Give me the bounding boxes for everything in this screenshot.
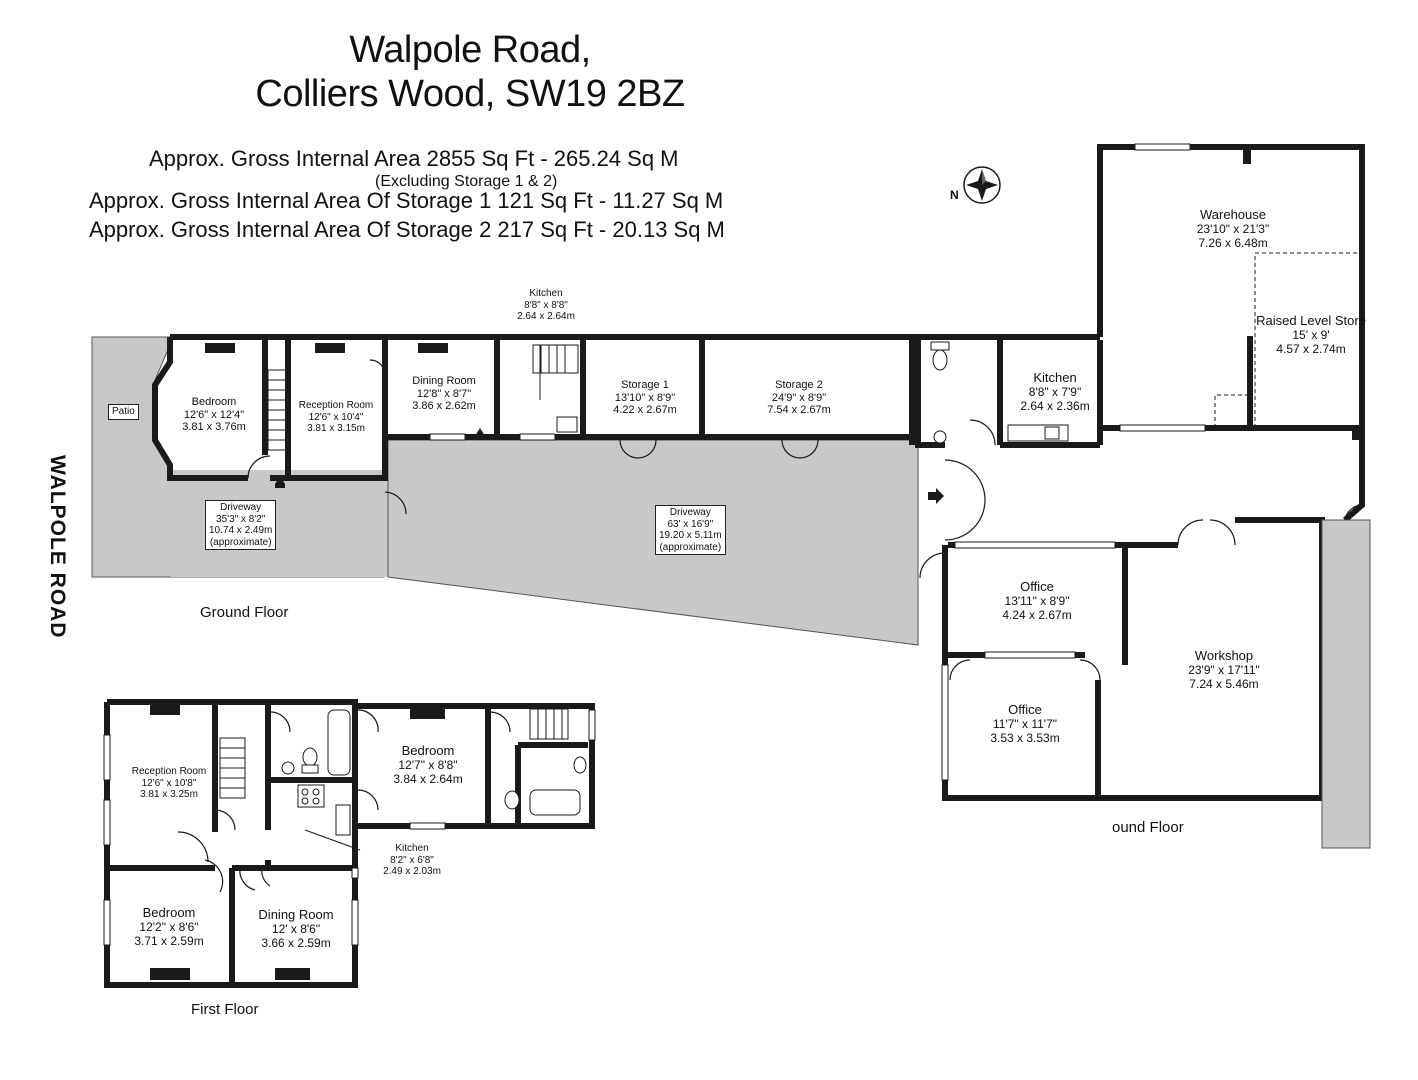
title-line-1: Walpole Road,: [349, 29, 591, 71]
compass-icon: [962, 165, 1002, 210]
storage-2-label: Storage 2 24'9" x 8'9" 7.54 x 2.67m: [767, 379, 831, 417]
road-name: WALPOLE ROAD: [46, 455, 69, 639]
ff-dining-label: Dining Room 12' x 8'6" 3.66 x 2.59m: [258, 907, 334, 950]
driveway-main-area: [387, 439, 919, 646]
area-storage-2: Approx. Gross Internal Area Of Storage 2…: [89, 217, 725, 242]
office-1-label: Office 13'11" x 8'9" 4.24 x 2.67m: [1002, 579, 1072, 622]
patio-label: Patio: [108, 404, 139, 420]
driveway-front-label: Driveway 35'3" x 8'2" 10.74 x 2.49m (app…: [205, 500, 277, 550]
ground-floor-rear-label: ound Floor: [1112, 819, 1184, 836]
compass-label: N: [950, 188, 959, 202]
ground-floor-label: Ground Floor: [200, 604, 289, 621]
raised-store-outline: [1254, 252, 1362, 428]
rear-building-outer-wall: [915, 337, 945, 448]
area-note: (Excluding Storage 1 & 2): [375, 173, 558, 190]
ff-kitchen-label: Kitchen 8'2" x 6'8" 2.49 x 2.03m: [383, 843, 441, 877]
ff-outer-wall: [104, 699, 595, 988]
office-2-label: Office 11'7" x 11'7" 3.53 x 3.53m: [990, 702, 1060, 745]
gf-dining-label: Dining Room 12'8" x 8'7" 3.86 x 2.62m: [412, 375, 476, 413]
area-storage-1: Approx. Gross Internal Area Of Storage 1…: [89, 188, 724, 213]
gf-reception-label: Reception Room 12'6" x 10'4" 3.81 x 3.15…: [298, 400, 374, 434]
ff-bedroom-small-label: Bedroom 12'2" x 8'6" 3.71 x 2.59m: [134, 905, 204, 948]
area-main: Approx. Gross Internal Area 2855 Sq Ft -…: [149, 146, 679, 171]
storage-1-label: Storage 1 13'10" x 8'9" 4.22 x 2.67m: [613, 379, 677, 417]
side-strip: [1321, 519, 1371, 849]
title-line-2: Colliers Wood, SW19 2BZ: [255, 73, 685, 115]
ff-reception-label: Reception Room 12'6" x 10'8" 3.81 x 3.25…: [131, 766, 207, 800]
driveway-main-label: Driveway 63' x 16'9" 19.20 x 5.11m (appr…: [655, 505, 726, 555]
gf-kitchen-label: Kitchen 8'8" x 8'8" 2.64 x 2.64m: [517, 288, 575, 322]
first-floor-label: First Floor: [191, 1001, 259, 1018]
gf-bedroom-label: Bedroom 12'6" x 12'4" 3.81 x 3.76m: [182, 396, 246, 434]
warehouse-label: Warehouse 23'10" x 21'3" 7.26 x 6.48m: [1196, 207, 1270, 250]
rear-kitchen-label: Kitchen 8'8" x 7'9" 2.64 x 2.36m: [1020, 370, 1090, 413]
raised-store-label: Raised Level Store 15' x 9' 4.57 x 2.74m: [1256, 313, 1366, 356]
ff-bedroom-large-label: Bedroom 12'7" x 8'8" 3.84 x 2.64m: [393, 743, 463, 786]
workshop-label: Workshop 23'9" x 17'11" 7.24 x 5.46m: [1188, 648, 1260, 691]
